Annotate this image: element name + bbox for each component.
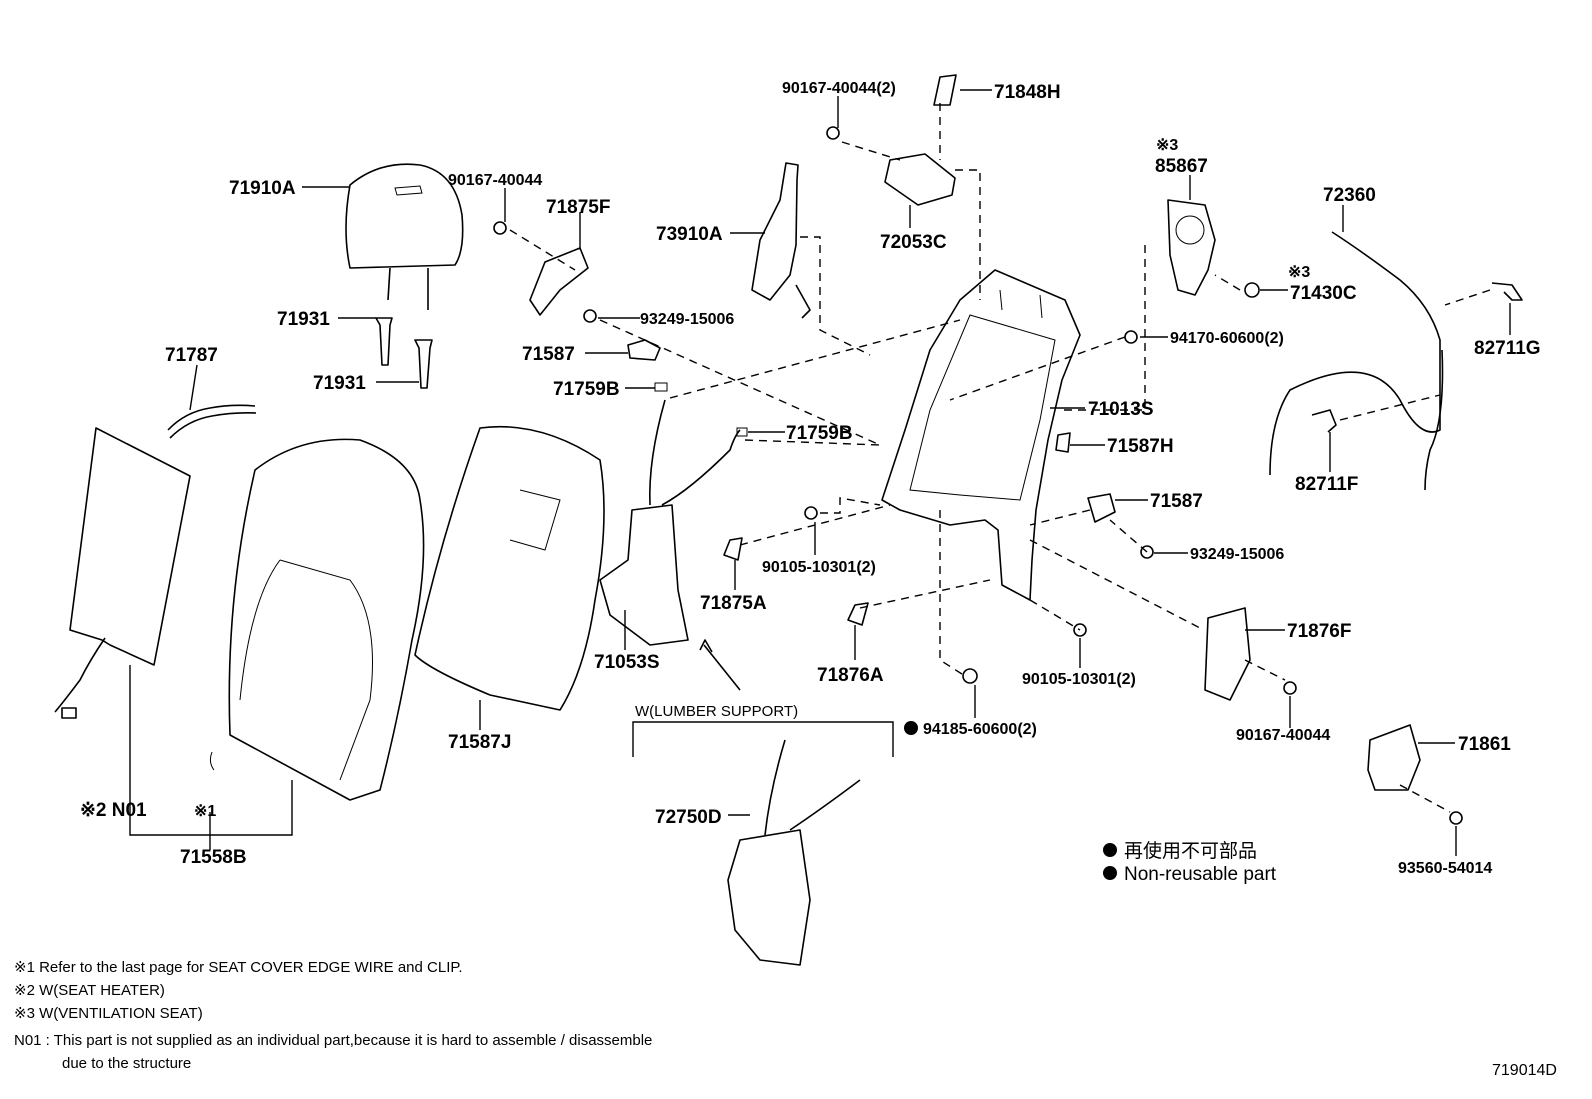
clip-71759B-drawing-a	[654, 382, 668, 392]
seat-frame-drawing	[881, 269, 1081, 601]
assembly-dash-lines	[509, 103, 1491, 813]
label-71587-b[interactable]: 71587	[1150, 491, 1203, 512]
label-90105-10301-a[interactable]: 90105-10301(2)	[762, 559, 876, 576]
seat-heater-drawing	[54, 427, 191, 719]
legend: 再使用不可部品 Non-reusable part	[1103, 840, 1277, 885]
label-71787[interactable]: 71787	[165, 345, 218, 366]
label-71587-a[interactable]: 71587	[522, 344, 575, 365]
label-71053S[interactable]: 71053S	[594, 652, 660, 673]
footnote-n01: N01 : This part is not supplied as an in…	[14, 1032, 652, 1049]
cover-71848H-drawing	[933, 74, 957, 106]
legend-jp: 再使用不可部品	[1124, 840, 1257, 862]
side-module-drawing	[751, 162, 811, 319]
legend-dot-jp	[1103, 843, 1117, 857]
leader-lines	[129, 89, 1511, 856]
label-72053C[interactable]: 72053C	[880, 232, 947, 253]
clip-82711G-drawing	[1491, 282, 1523, 301]
label-n01[interactable]: ※2 N01	[80, 800, 147, 821]
headrest-guide-drawing-b	[414, 339, 433, 389]
bracket-71875A-drawing	[723, 537, 743, 561]
seat-back-pad-drawing	[414, 425, 605, 711]
label-71013S[interactable]: 71013S	[1088, 399, 1154, 420]
label-71861[interactable]: 71861	[1458, 734, 1511, 755]
fan-85867-drawing	[1167, 199, 1216, 296]
footnotes: ※1 Refer to the last page for SEAT COVER…	[14, 959, 652, 1072]
label-71587J[interactable]: 71587J	[448, 732, 511, 753]
footnote-1: ※1 Refer to the last page for SEAT COVER…	[14, 959, 463, 976]
label-71876F[interactable]: 71876F	[1287, 621, 1351, 642]
seat-back-cover-drawing	[228, 438, 425, 801]
label-71759B-b[interactable]: 71759B	[786, 423, 853, 444]
legend-en: Non-reusable part	[1124, 864, 1277, 885]
label-71759B-a[interactable]: 71759B	[553, 379, 620, 400]
switch-71587-right-drawing	[1087, 493, 1116, 523]
label-94185-60600-2[interactable]: 94185-60600(2)	[923, 721, 1037, 738]
label-71430C[interactable]: 71430C	[1290, 283, 1357, 304]
switch-71587-drawing	[627, 339, 661, 361]
label-lumbar-support: W(LUMBER SUPPORT)	[635, 703, 798, 720]
label-93560-54014[interactable]: 93560-54014	[1398, 860, 1492, 877]
diagram-code: 719014D	[1492, 1062, 1557, 1079]
mark-3-a: ※3	[1156, 137, 1178, 154]
clip-82711F-drawing	[1311, 409, 1337, 433]
label-71875A[interactable]: 71875A	[700, 593, 767, 614]
non-reusable-dot-94185	[904, 721, 918, 735]
headrest-guide-drawing-a	[375, 317, 393, 366]
bracket-71587H-drawing	[1055, 432, 1071, 453]
label-72360[interactable]: 72360	[1323, 185, 1376, 206]
mark-1: ※1	[194, 803, 216, 820]
part-labels: 71910A 90167-40044 71875F 73910A 90167-4…	[80, 80, 1541, 877]
strap-71787-drawing	[167, 404, 257, 439]
footnote-3: ※3 W(VENTILATION SEAT)	[14, 1005, 203, 1022]
legend-dot-en	[1103, 866, 1117, 880]
label-90105-10301-b[interactable]: 90105-10301(2)	[1022, 671, 1136, 688]
label-82711F[interactable]: 82711F	[1295, 474, 1358, 495]
headrest-drawing	[345, 163, 464, 310]
footnote-2: ※2 W(SEAT HEATER)	[14, 982, 165, 999]
label-71587H[interactable]: 71587H	[1107, 436, 1174, 457]
label-90167-40044-b[interactable]: 90167-40044	[1236, 727, 1330, 744]
label-93249-15006-b[interactable]: 93249-15006	[1190, 546, 1284, 563]
cable-72360-drawing	[1269, 231, 1444, 491]
footnote-n01-cont: due to the structure	[62, 1055, 191, 1072]
label-85867[interactable]: 85867	[1155, 156, 1208, 177]
label-71876A[interactable]: 71876A	[817, 665, 884, 686]
cover-71861-drawing	[1367, 724, 1421, 791]
label-71875F[interactable]: 71875F	[546, 197, 610, 218]
label-71848H[interactable]: 71848H	[994, 82, 1061, 103]
lumbar-support-drawing	[599, 399, 741, 691]
fasteners	[209, 126, 1463, 825]
label-90167-40044-2[interactable]: 90167-40044(2)	[782, 80, 896, 97]
label-94170-60600-2[interactable]: 94170-60600(2)	[1170, 330, 1284, 347]
lumbar-support-72750D-drawing	[727, 739, 861, 966]
label-71910A[interactable]: 71910A	[229, 178, 296, 199]
label-73910A[interactable]: 73910A	[656, 224, 723, 245]
label-93249-15006-a[interactable]: 93249-15006	[640, 311, 734, 328]
label-71931-a[interactable]: 71931	[277, 309, 330, 330]
clip-71759B-drawing-b	[736, 427, 748, 437]
cover-71876F-drawing	[1204, 607, 1251, 701]
label-82711G[interactable]: 82711G	[1474, 338, 1541, 359]
label-71558B[interactable]: 71558B	[180, 847, 247, 868]
bracket-71875F-drawing	[529, 247, 589, 316]
mark-3-b: ※3	[1288, 264, 1310, 281]
label-71931-b[interactable]: 71931	[313, 373, 366, 394]
control-72053C-drawing	[884, 153, 956, 206]
bracket-71876A-drawing	[847, 602, 869, 626]
label-90167-40044-a[interactable]: 90167-40044	[448, 172, 542, 189]
label-72750D[interactable]: 72750D	[655, 807, 722, 828]
